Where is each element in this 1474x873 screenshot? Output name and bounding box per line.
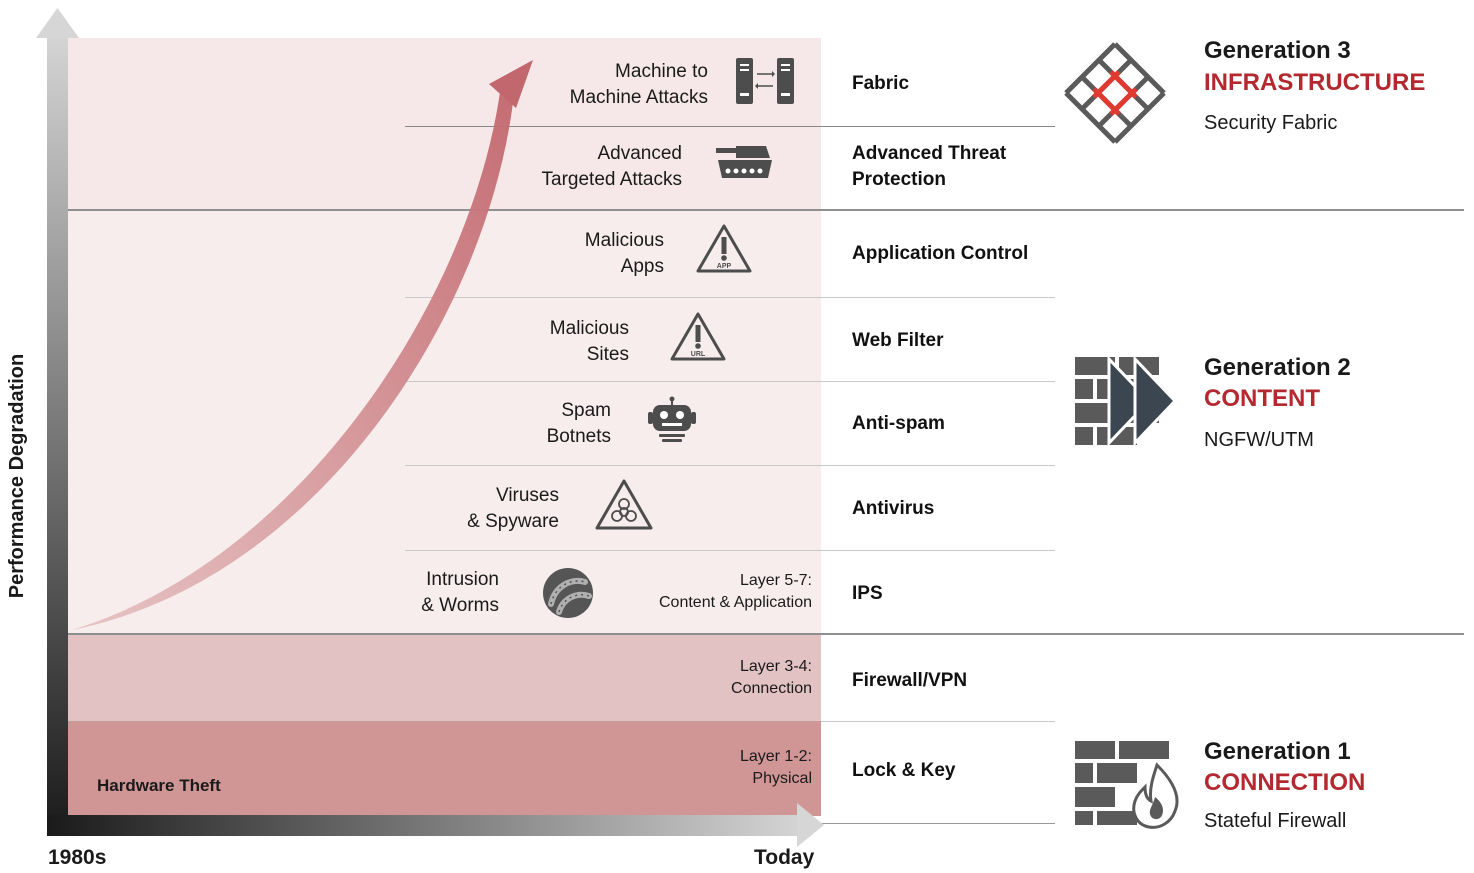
gen3-divider — [68, 209, 1464, 211]
svg-text:URL: URL — [691, 351, 706, 358]
protection-ips: IPS — [852, 583, 883, 604]
threat-intrusion-worms: Intrusion& Worms — [421, 569, 499, 616]
svg-text:APP: APP — [717, 263, 732, 270]
row-separator — [405, 381, 1055, 382]
threat-viruses-spyware: Viruses& Spyware — [467, 485, 559, 532]
worm-icon — [543, 568, 593, 618]
row-separator — [405, 297, 1055, 298]
layer-1-2-label: Layer 1-2:Physical — [739, 748, 812, 787]
gen1-name: CONNECTION — [1204, 769, 1366, 796]
biohazard-icon — [595, 479, 653, 530]
firewall-arrow-icon — [1075, 357, 1177, 445]
y-axis-label: Performance Degradation — [6, 353, 28, 599]
y-axis-arrow — [36, 8, 79, 836]
gen3-title: Generation 3 — [1204, 37, 1351, 64]
gen1-desc: Stateful Firewall — [1204, 810, 1347, 832]
gen2-desc: NGFW/UTM — [1204, 429, 1314, 451]
protection-antivirus: Antivirus — [852, 498, 935, 519]
gen1-title: Generation 1 — [1204, 738, 1351, 765]
gen3-band — [68, 38, 821, 210]
protection-fabric: Fabric — [852, 73, 910, 94]
firewall-flame-icon — [1075, 741, 1179, 829]
protection-lock-key: Lock & Key — [852, 760, 956, 781]
gen3-name: INFRASTRUCTURE — [1204, 69, 1426, 96]
growth-curve-arrow — [72, 60, 533, 630]
x-axis-end-label: Today — [754, 846, 815, 869]
x-axis-arrow — [47, 803, 824, 847]
server-exchange-icon — [736, 58, 794, 104]
fabric-weave-icon — [1064, 42, 1166, 144]
protection-firewall-vpn: Firewall/VPN — [852, 670, 968, 691]
gen2-divider — [68, 633, 1464, 635]
layer-5-7-label: Layer 5-7:Content & Application — [659, 572, 812, 611]
robot-icon — [648, 396, 696, 442]
row-separator — [821, 721, 1055, 722]
row-separator — [405, 465, 1055, 466]
x-axis-start-label: 1980s — [48, 846, 107, 869]
hardware-theft-label: Hardware Theft — [97, 776, 221, 795]
gen2-name: CONTENT — [1204, 385, 1320, 412]
tank-icon — [716, 146, 772, 178]
connection-layer-band — [68, 634, 821, 722]
warning-app-icon: APP — [696, 224, 752, 273]
row-separator — [405, 126, 1055, 127]
row-separator — [405, 550, 1055, 551]
protection-anti-spam: Anti-spam — [852, 413, 945, 434]
protection-application-control: Application Control — [852, 243, 1029, 264]
physical-layer-band — [68, 722, 821, 816]
layer-3-4-label: Layer 3-4:Connection — [731, 658, 812, 697]
row-separator — [821, 823, 1055, 824]
gen3-desc: Security Fabric — [1204, 112, 1338, 134]
protection-web-filter: Web Filter — [852, 330, 944, 351]
gen2-title: Generation 2 — [1204, 354, 1351, 381]
warning-url-icon: URL — [670, 312, 726, 361]
connection-divider — [68, 721, 821, 722]
